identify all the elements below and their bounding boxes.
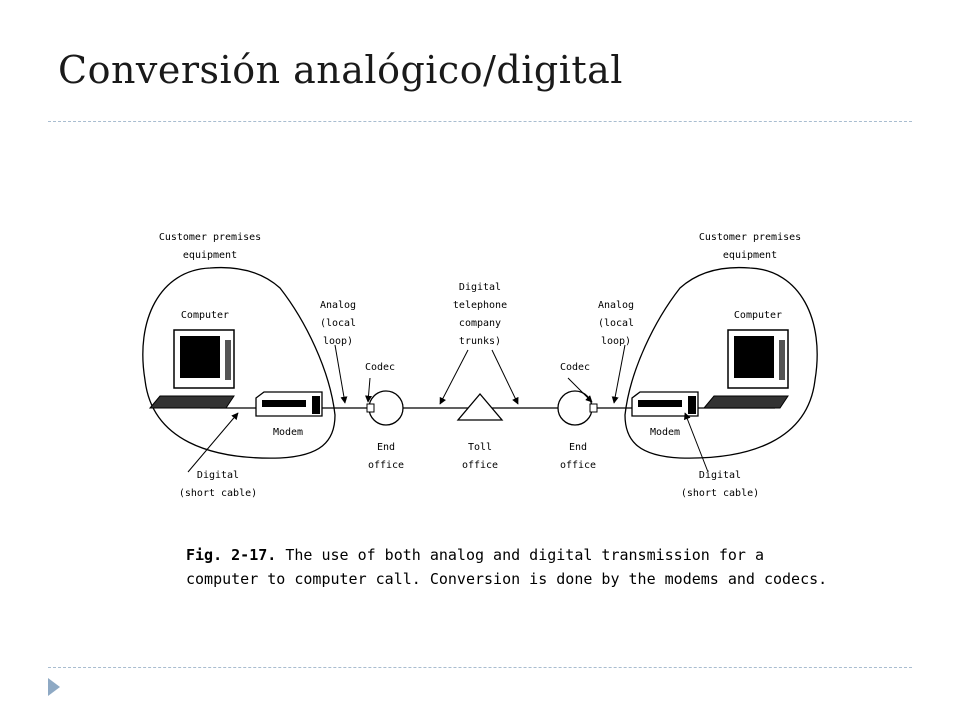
toll-office-label-1: Toll	[468, 442, 492, 453]
caption-text: The use of both analog and digital trans…	[186, 546, 828, 588]
network-diagram: Customer premises equipment Customer pre…	[142, 232, 818, 499]
right-analog-label-3: loop)	[601, 336, 631, 347]
left-computer-icon	[148, 329, 235, 409]
right-end-office-label-1: End	[569, 442, 587, 453]
right-modem-icon	[631, 391, 699, 417]
right-digital-label-2: (short cable)	[681, 488, 759, 499]
slide-title: Conversión analógico/digital	[58, 48, 623, 92]
trunks-label-3: company	[459, 318, 501, 329]
left-analog-label-3: loop)	[323, 336, 353, 347]
left-digital-label-1: Digital	[197, 470, 239, 481]
right-codec-label: Codec	[560, 362, 590, 373]
right-modem-label: Modem	[650, 427, 680, 438]
right-premises-label-2: equipment	[723, 250, 777, 261]
left-end-office-label-2: office	[368, 460, 404, 471]
figure-caption: Fig. 2-17. The use of both analog and di…	[186, 543, 836, 591]
left-premises-label-1: Customer premises	[159, 232, 261, 243]
toll-office-label-2: office	[462, 460, 498, 471]
right-end-office-label-2: office	[560, 460, 596, 471]
right-end-office-icon	[557, 390, 598, 426]
trunks-label-2: telephone	[453, 300, 507, 311]
left-end-office-icon	[366, 390, 404, 426]
right-analog-label-1: Analog	[598, 300, 634, 311]
left-modem-icon	[255, 391, 323, 417]
left-computer-label: Computer	[181, 310, 229, 321]
left-premises-label-2: equipment	[183, 250, 237, 261]
left-codec-label: Codec	[365, 362, 395, 373]
right-premises-boundary	[624, 266, 818, 459]
bullet-triangle-icon	[48, 678, 60, 696]
left-analog-label-2: (local	[320, 318, 356, 329]
figure-label: Fig. 2-17.	[186, 546, 277, 564]
left-analog-label-1: Analog	[320, 300, 356, 311]
right-digital-label-1: Digital	[699, 470, 741, 481]
right-computer-icon	[702, 329, 789, 409]
title-divider	[48, 121, 912, 122]
callout-arrows	[187, 344, 709, 473]
footer-divider	[48, 667, 912, 668]
trunks-label-4: trunks)	[459, 336, 501, 347]
left-modem-label: Modem	[273, 427, 303, 438]
right-analog-label-2: (local	[598, 318, 634, 329]
right-computer-label: Computer	[734, 310, 782, 321]
right-premises-label-1: Customer premises	[699, 232, 801, 243]
left-premises-boundary	[142, 266, 336, 459]
toll-office-icon	[456, 392, 504, 421]
left-digital-label-2: (short cable)	[179, 488, 257, 499]
trunks-label-1: Digital	[459, 282, 501, 293]
left-end-office-label-1: End	[377, 442, 395, 453]
